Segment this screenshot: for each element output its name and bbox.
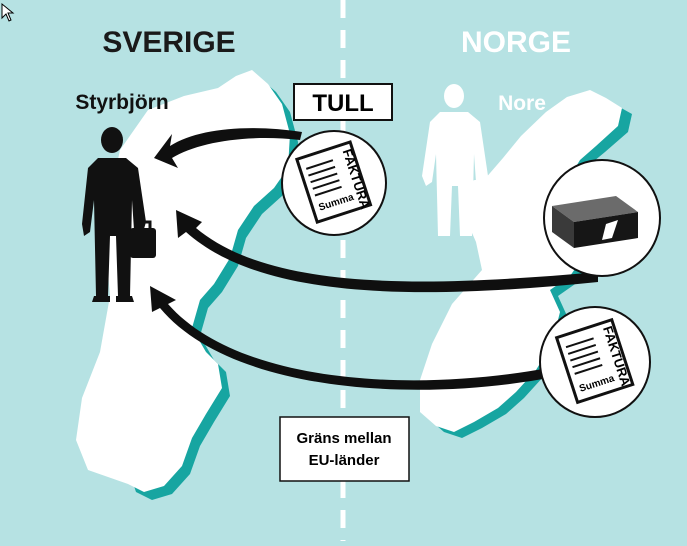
border-label-box: Gräns mellan EU-länder: [279, 416, 410, 482]
country-title-norway: NORGE: [461, 26, 571, 59]
arrows: [150, 128, 598, 390]
person-name-nore: Nore: [498, 92, 546, 115]
styrbjorn-figure: [82, 127, 156, 302]
border-label-line2: EU-länder: [309, 452, 380, 469]
nore-figure: [422, 84, 496, 236]
norway-map: [420, 90, 632, 438]
customs-label: TULL: [312, 90, 373, 117]
person-name-styrbjorn: Styrbjörn: [75, 91, 168, 114]
invoice-circle-top: FAKTURA Summa: [281, 130, 387, 236]
arrow-goods: [176, 210, 598, 293]
arrow-invoice-top: [154, 128, 302, 168]
goods-circle: [543, 159, 661, 277]
package-icon: [552, 196, 638, 248]
invoice-circle-bottom: FAKTURA Summa: [539, 306, 651, 418]
norway-land: [420, 90, 622, 432]
cursor-icon: [1, 2, 15, 22]
customs-box: TULL: [293, 83, 393, 121]
border-label-line1: Gräns mellan: [296, 430, 391, 447]
arrow-invoice-bottom: [150, 286, 548, 390]
country-title-sweden: SVERIGE: [102, 26, 235, 59]
